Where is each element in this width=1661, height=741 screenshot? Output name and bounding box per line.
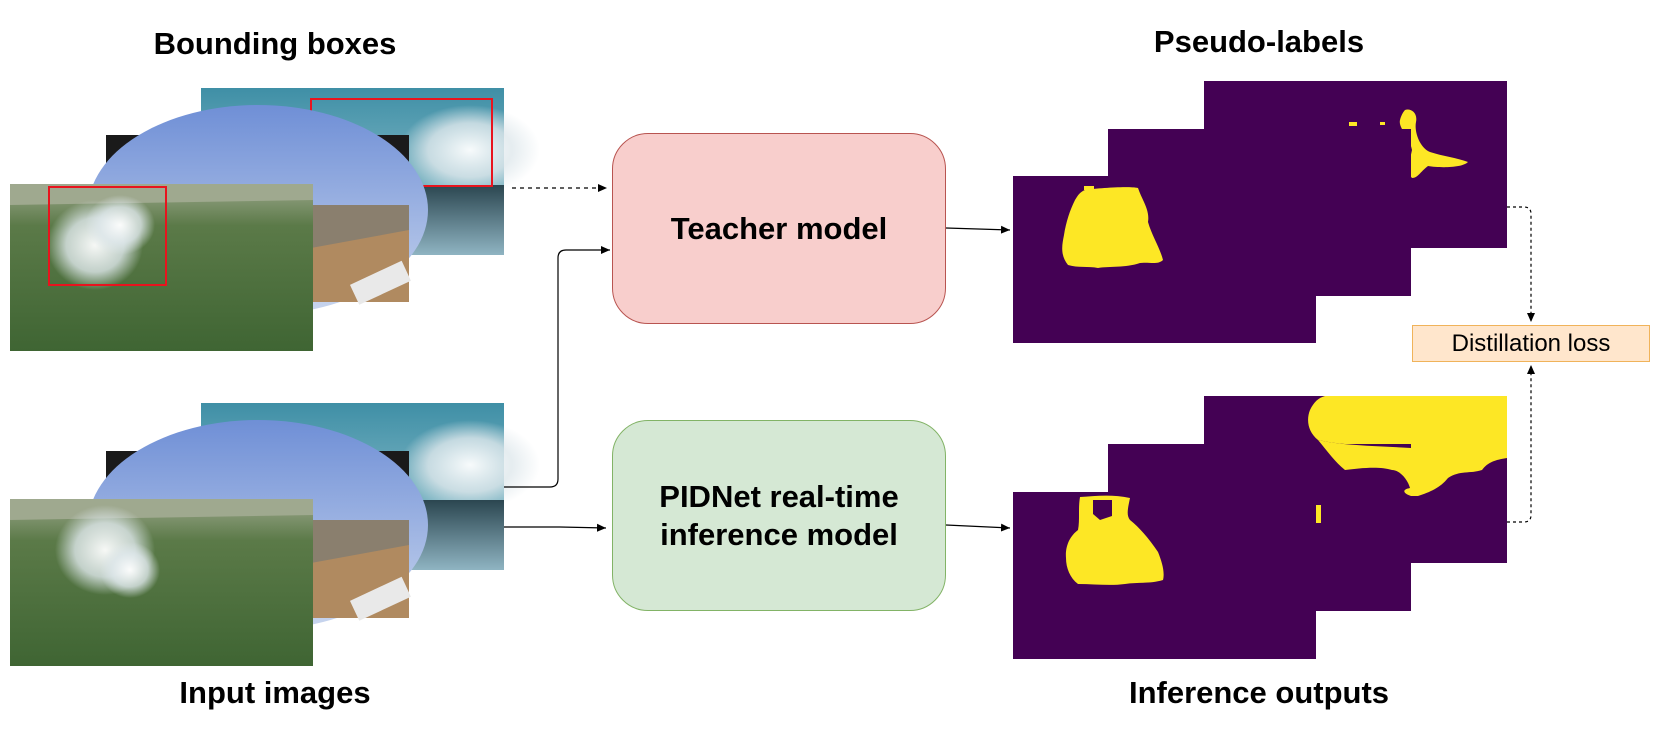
inference-outputs-heading: Inference outputs (1128, 675, 1390, 710)
arrow-student-to-outputs (945, 523, 1011, 532)
pseudo-labels-heading: Pseudo-labels (1153, 24, 1365, 59)
arrow-input-to-teacher (504, 246, 610, 488)
bounding-box-front (48, 186, 167, 286)
arrow-teacher-to-pseudo-labels (945, 225, 1011, 234)
distillation-loss-box: Distillation loss (1412, 325, 1650, 362)
inference-output-front (1013, 492, 1321, 659)
pseudo-label-stack (1013, 81, 1507, 343)
teacher-model-box: Teacher model (612, 133, 946, 324)
input-images-heading: Input images (179, 675, 371, 710)
pseudo-label-front (1013, 176, 1316, 343)
input-image-stack (10, 403, 540, 666)
bbox-image-stack (10, 88, 540, 351)
input-image-front (10, 499, 313, 666)
inference-output-stack (1013, 396, 1507, 659)
bounding-boxes-heading: Bounding boxes (153, 26, 397, 61)
arrow-pseudo-labels-to-loss (1507, 206, 1535, 322)
pidnet-model-box: PIDNet real-time inference model (612, 420, 946, 611)
arrow-outputs-to-loss (1507, 365, 1535, 523)
arrow-input-to-student (504, 523, 607, 532)
bbox-image-front (10, 184, 313, 351)
